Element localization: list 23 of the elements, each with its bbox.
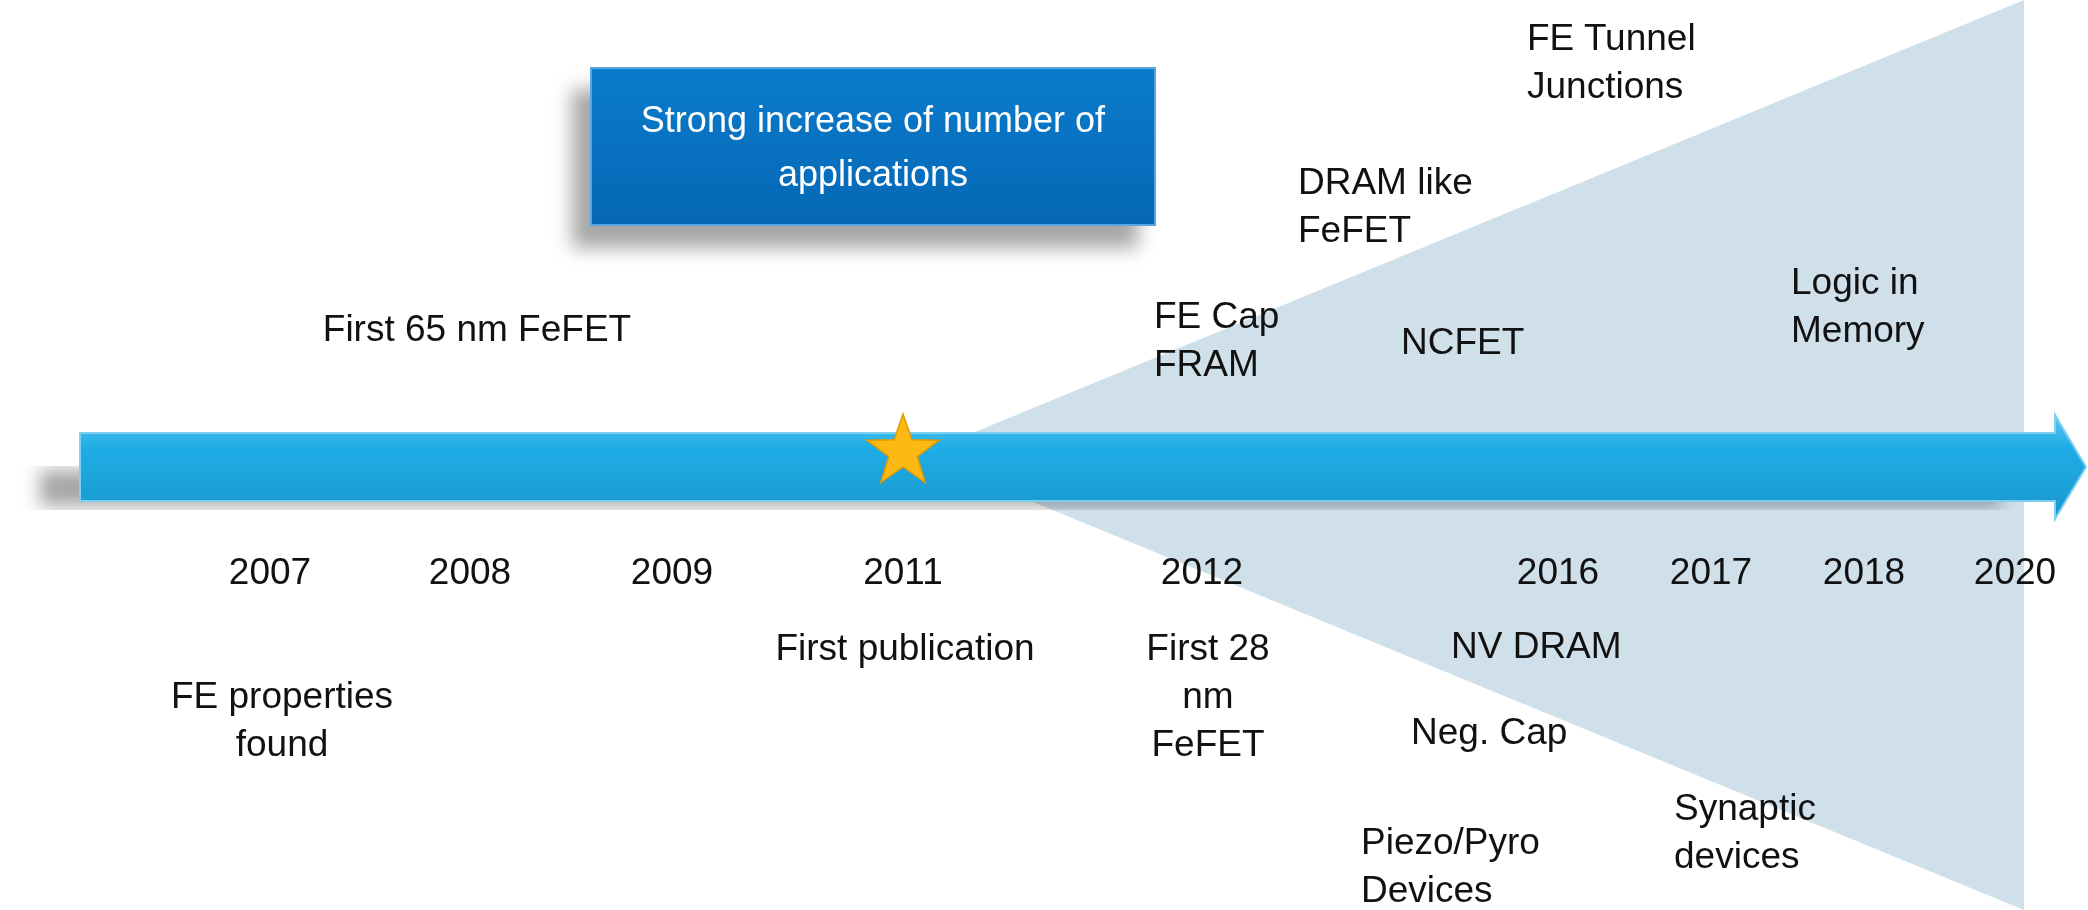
milestone-label: Neg. Cap	[1411, 710, 1569, 754]
year-label: 2009	[629, 550, 715, 594]
year-label: 2020	[1972, 550, 2058, 594]
milestone-label: FE properties found	[169, 674, 395, 766]
year-label: 2011	[862, 550, 944, 594]
milestone-label: First publication	[775, 626, 1035, 670]
year-label: 2018	[1821, 550, 1907, 594]
year-label: 2007	[227, 550, 313, 594]
year-label: 2008	[427, 550, 513, 594]
year-label: 2017	[1668, 550, 1754, 594]
milestone-label: First 65 nm FeFET	[321, 307, 633, 351]
milestone-label: FE Tunnel Junctions	[1527, 16, 1697, 108]
title-banner: Strong increase of number of applications	[590, 67, 1156, 226]
milestone-label: FE Cap FRAM	[1154, 294, 1281, 386]
milestone-label: NCFET	[1401, 320, 1526, 364]
milestone-label: DRAM like FeFET	[1298, 160, 1474, 252]
milestone-label: Piezo/Pyro Devices	[1361, 820, 1541, 910]
milestone-label: Logic in Memory	[1791, 260, 1926, 352]
milestone-label: NV DRAM	[1451, 624, 1623, 668]
year-label: 2016	[1515, 550, 1601, 594]
milestone-label: Synaptic devices	[1674, 786, 1817, 878]
milestone-label: First 28 nm FeFET	[1145, 626, 1271, 766]
year-label: 2012	[1159, 550, 1245, 594]
